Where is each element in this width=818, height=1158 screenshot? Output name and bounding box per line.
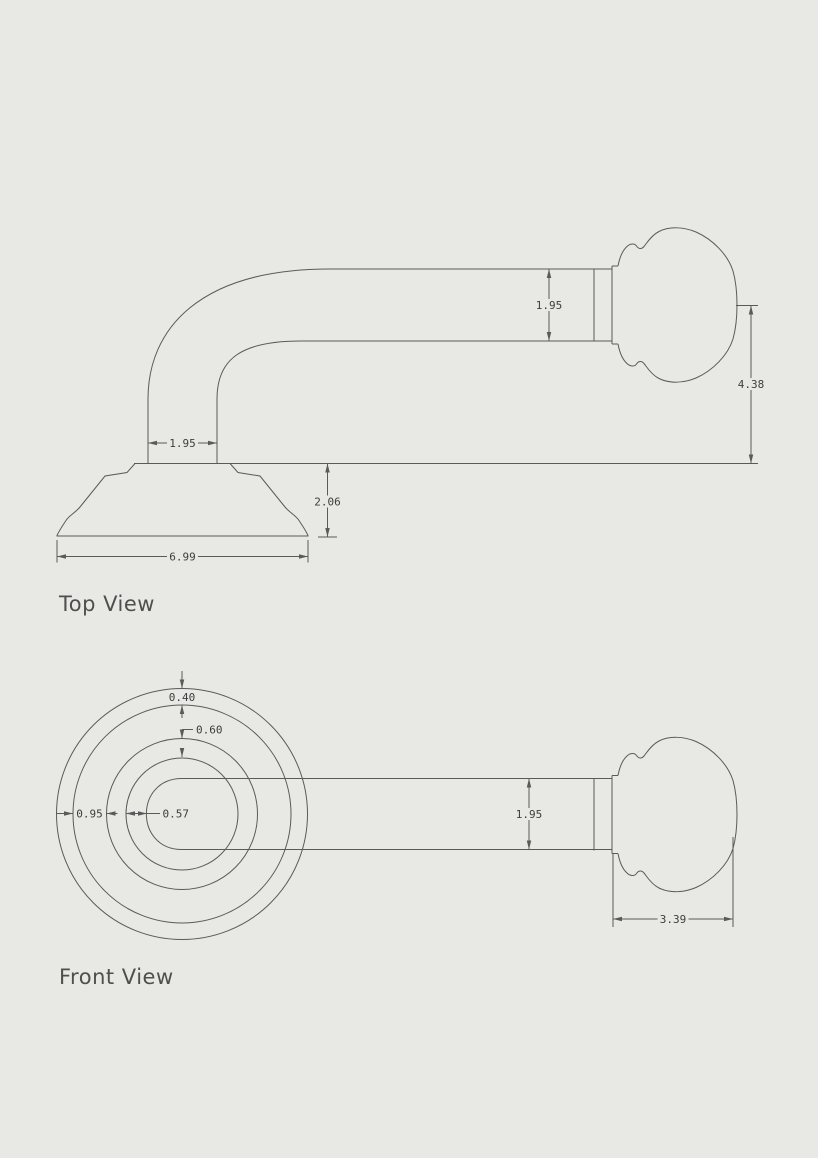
dim-knob-width-text: 3.39 — [660, 913, 687, 926]
dim-ring-gap-outer-text: 0.40 — [169, 691, 196, 704]
dim-base-width: 6.99 — [56, 540, 309, 564]
knob-top-outline — [593, 227, 738, 383]
dim-ring-gap-inner-text: 0.57 — [163, 808, 190, 821]
dim-neck-width: 1.95 — [148, 437, 217, 450]
dim-bar-width-text: 1.95 — [536, 299, 563, 312]
dim-ring-gap-outer: 0.40 — [169, 671, 196, 718]
dim-bar-height-text: 1.95 — [516, 808, 543, 821]
handle-outer-curve — [147, 268, 612, 464]
handle-inner-curve — [216, 340, 612, 464]
dim-knob-width: 3.39 — [612, 837, 734, 927]
top-view: 1.95 1.95 4.38 2.06 6.99 — [56, 227, 766, 616]
dim-bar-width: 1.95 — [533, 269, 565, 341]
dim-ring-gap-third-text: 0.60 — [196, 724, 223, 737]
base-profile-outline — [56, 463, 309, 537]
dim-ring-gap-second: 0.95 — [56, 808, 118, 821]
dim-bar-height: 1.95 — [513, 778, 545, 850]
dim-ring-gap-inner: 0.57 — [126, 808, 189, 821]
dim-knob-offset-text: 4.38 — [738, 378, 765, 391]
dim-neck-width-text: 1.95 — [169, 437, 196, 450]
front-view-title: Front View — [59, 965, 174, 989]
dim-ring-gap-second-text: 0.95 — [76, 808, 103, 821]
dim-base-width-text: 6.99 — [169, 551, 196, 564]
dim-knob-offset: 4.38 — [736, 305, 766, 464]
dim-ring-gap-third: 0.60 — [179, 724, 223, 757]
dim-base-depth: 2.06 — [312, 463, 343, 538]
handle-arm-outline — [147, 268, 612, 464]
dim-base-depth-text: 2.06 — [314, 496, 341, 509]
front-view: 0.40 0.60 0.95 0.57 1.95 — [56, 671, 738, 989]
top-view-title: Top View — [58, 592, 155, 616]
knob-front-outline — [593, 736, 738, 893]
